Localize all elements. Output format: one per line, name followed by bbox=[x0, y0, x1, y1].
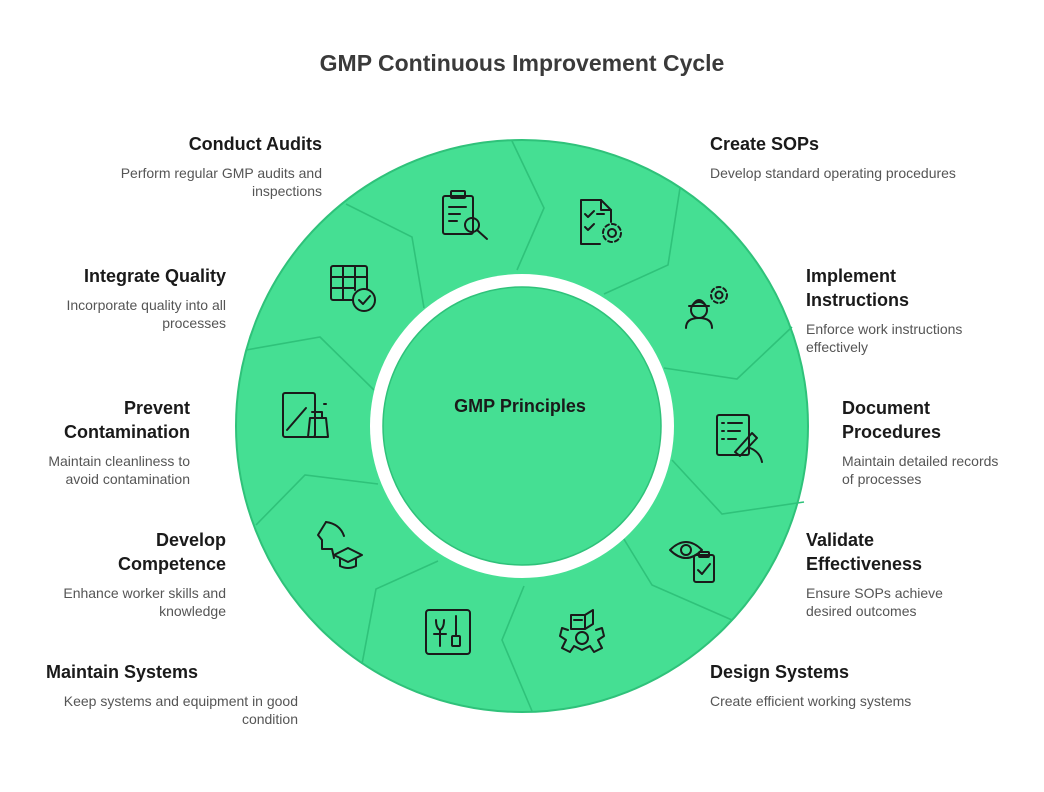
step-title: Design Systems bbox=[710, 662, 850, 682]
document-pen-icon bbox=[716, 414, 763, 463]
step-title: Implement Instructions bbox=[806, 266, 910, 310]
step-description: Keep systems and equipment in good condi… bbox=[63, 693, 298, 727]
clipboard-search-icon bbox=[442, 190, 488, 240]
step-design-systems: Design Systems Create efficient working … bbox=[710, 660, 970, 710]
step-description: Ensure SOPs achieve desired outcomes bbox=[806, 585, 943, 619]
center-circle bbox=[382, 286, 662, 566]
step-validate-effectiveness: Validate Effectiveness Ensure SOPs achie… bbox=[806, 528, 1016, 620]
step-title: Develop Competence bbox=[117, 530, 226, 574]
step-title: Prevent Contamination bbox=[64, 398, 190, 442]
center-label: GMP Principles bbox=[454, 396, 586, 416]
step-title: Validate Effectiveness bbox=[806, 530, 923, 574]
step-description: Maintain cleanliness to avoid contaminat… bbox=[48, 453, 190, 487]
step-maintain-systems: Maintain Systems Keep systems and equipm… bbox=[38, 660, 298, 728]
head-graduation-cap-icon bbox=[317, 521, 363, 569]
step-implement-instructions: Implement Instructions Enforce work inst… bbox=[806, 264, 1016, 356]
step-description: Develop standard operating procedures bbox=[710, 165, 956, 181]
step-integrate-quality: Integrate Quality Incorporate quality in… bbox=[16, 264, 226, 332]
step-description: Enhance worker skills and knowledge bbox=[63, 585, 226, 619]
step-description: Incorporate quality into all processes bbox=[66, 297, 226, 331]
step-title: Integrate Quality bbox=[83, 266, 226, 286]
step-title: Create SOPs bbox=[710, 134, 820, 154]
step-description: Enforce work instructions effectively bbox=[806, 321, 963, 355]
eye-clipboard-icon bbox=[669, 541, 715, 583]
worker-gear-icon bbox=[685, 286, 728, 329]
step-conduct-audits: Conduct Audits Perform regular GMP audit… bbox=[62, 132, 322, 200]
document-gear-icon bbox=[580, 199, 622, 245]
step-title: Document Procedures bbox=[842, 398, 942, 442]
step-description: Perform regular GMP audits and inspectio… bbox=[120, 165, 322, 199]
step-description: Create efficient working systems bbox=[710, 693, 912, 709]
toolbox-icon bbox=[425, 609, 471, 655]
step-title: Conduct Audits bbox=[188, 134, 322, 154]
step-create-sops: Create SOPs Develop standard operating p… bbox=[710, 132, 970, 182]
step-develop-competence: Develop Competence Enhance worker skills… bbox=[16, 528, 226, 620]
step-document-procedures: Document Procedures Maintain detailed re… bbox=[842, 396, 1032, 488]
step-title: Maintain Systems bbox=[46, 662, 199, 682]
gear-blueprint-icon bbox=[559, 609, 605, 653]
step-prevent-contamination: Prevent Contamination Maintain cleanline… bbox=[10, 396, 190, 488]
segment-dividers bbox=[245, 140, 805, 712]
spray-bottle-icon bbox=[282, 392, 329, 438]
step-description: Maintain detailed records of processes bbox=[842, 453, 999, 487]
diagram-title: GMP Continuous Improvement Cycle bbox=[319, 50, 725, 76]
grid-check-icon bbox=[330, 265, 376, 312]
